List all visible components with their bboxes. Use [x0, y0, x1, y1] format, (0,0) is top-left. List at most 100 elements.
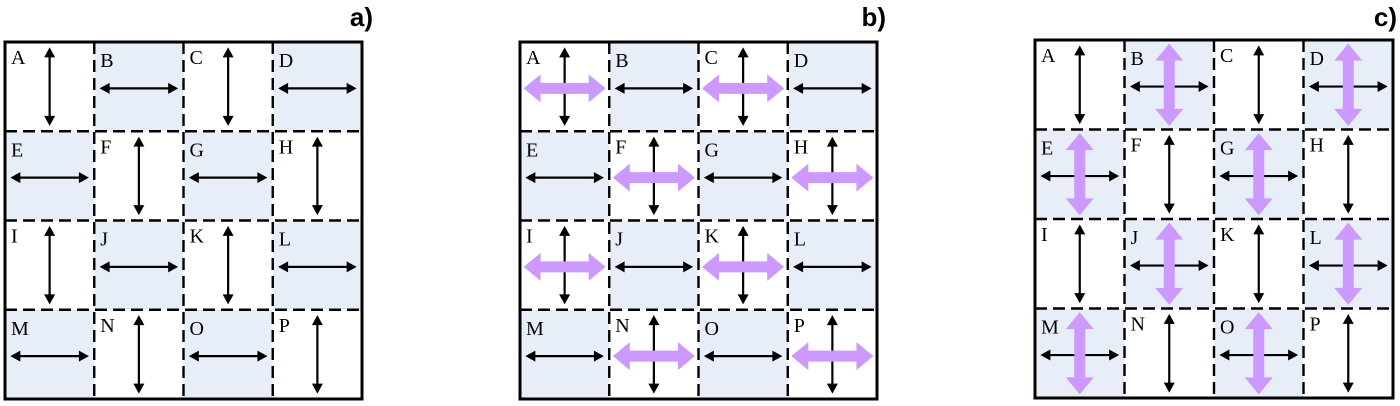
cell-label-G: G [1220, 138, 1234, 160]
overlay-arrow-vertical-G-icon [1244, 133, 1273, 216]
cell-label-L: L [279, 229, 291, 251]
overlay-arrow-vertical-J-icon [1155, 222, 1184, 305]
overlay-arrow-vertical-E-icon [1065, 133, 1094, 216]
cell-label-F: F [615, 136, 626, 158]
thin-arrow-vertical-K-icon [1253, 224, 1265, 304]
cell-label-H: H [279, 136, 293, 158]
cell-label-P: P [794, 315, 805, 337]
thin-arrow-horizontal-G-icon [703, 172, 783, 184]
cell-label-N: N [100, 315, 114, 337]
grid-border [518, 40, 879, 401]
overlay-arrow-vertical-M-icon [1065, 312, 1094, 395]
cell-label-M: M [11, 318, 29, 340]
thin-arrow-horizontal-D-icon [793, 82, 872, 94]
cell-label-B: B [1131, 48, 1144, 70]
thin-arrow-vertical-P-icon [1342, 313, 1354, 393]
cell-label-I: I [526, 226, 533, 248]
cell-label-M: M [1041, 317, 1059, 339]
overlay-arrow-vertical-D-icon [1334, 43, 1363, 126]
grid-border [1033, 38, 1395, 400]
cell-label-E: E [11, 139, 23, 161]
thin-arrow-horizontal-O-icon [188, 350, 268, 362]
cell-label-C: C [705, 47, 718, 69]
cell-label-D: D [794, 50, 808, 72]
thin-arrow-horizontal-M-icon [10, 350, 89, 362]
cell-label-M: M [526, 318, 544, 340]
thin-arrow-horizontal-B-icon [614, 82, 694, 94]
cell-label-I: I [11, 226, 18, 248]
cell-label-K: K [705, 226, 720, 248]
thin-arrow-horizontal-M-icon [525, 350, 604, 362]
cell-label-P: P [279, 315, 290, 337]
thin-arrow-horizontal-B-icon [99, 82, 179, 94]
thin-arrow-vertical-F-icon [1163, 134, 1175, 214]
thin-arrow-vertical-C-icon [1253, 45, 1265, 125]
cell-label-P: P [1310, 314, 1321, 336]
cell-label-K: K [1220, 224, 1235, 246]
overlay-arrow-horizontal-C-icon [702, 74, 785, 103]
thin-arrow-vertical-A-icon [1074, 45, 1086, 125]
overlay-arrow-horizontal-F-icon [612, 163, 695, 192]
cell-label-C: C [1220, 45, 1233, 67]
thin-arrow-horizontal-O-icon [703, 350, 783, 362]
cell-label-L: L [794, 229, 806, 251]
thin-arrow-horizontal-L-icon [278, 261, 357, 273]
thin-arrow-horizontal-E-icon [525, 172, 604, 184]
overlay-arrow-vertical-L-icon [1334, 222, 1363, 305]
cell-label-B: B [615, 50, 628, 72]
cell-label-O: O [705, 318, 719, 340]
cell-label-L: L [1310, 227, 1322, 249]
thin-arrow-horizontal-L-icon [793, 261, 872, 273]
cell-label-A: A [526, 47, 541, 69]
cell-label-J: J [1131, 227, 1139, 249]
overlay-arrow-horizontal-H-icon [791, 163, 874, 192]
thin-arrow-vertical-I-icon [1074, 224, 1086, 304]
overlay-arrow-vertical-O-icon [1244, 312, 1273, 395]
cell-label-H: H [1310, 135, 1324, 157]
cell-label-O: O [190, 318, 204, 340]
thin-arrow-horizontal-E-icon [10, 172, 89, 184]
cell-label-F: F [1131, 135, 1142, 157]
cell-label-G: G [190, 139, 204, 161]
cell-label-B: B [100, 50, 113, 72]
thin-arrow-vertical-I-icon [44, 225, 56, 305]
thin-arrow-horizontal-J-icon [99, 261, 179, 273]
cell-label-F: F [100, 136, 111, 158]
grid-border [3, 40, 364, 401]
overlay-arrow-horizontal-K-icon [702, 252, 785, 281]
cell-label-C: C [190, 47, 203, 69]
overlay-arrow-horizontal-N-icon [612, 342, 695, 371]
thin-arrow-horizontal-J-icon [614, 261, 694, 273]
cell-label-A: A [11, 47, 26, 69]
cell-label-J: J [615, 229, 623, 251]
overlay-arrow-vertical-B-icon [1155, 43, 1184, 126]
cell-label-A: A [1041, 45, 1056, 67]
thin-arrow-vertical-K-icon [222, 225, 234, 305]
panel-label: a) [350, 2, 373, 32]
cell-label-E: E [526, 139, 538, 161]
thin-arrow-vertical-H-icon [1342, 134, 1354, 214]
cell-label-N: N [1131, 314, 1145, 336]
overlay-arrow-horizontal-A-icon [523, 74, 606, 103]
thin-arrow-horizontal-G-icon [188, 172, 268, 184]
panel-label: c) [1374, 2, 1397, 32]
thin-arrow-vertical-C-icon [222, 47, 234, 126]
panel-a: A B C D E F G H I J K L M N O Pa) [3, 2, 373, 401]
thin-arrow-vertical-N-icon [133, 315, 145, 394]
cell-label-K: K [190, 226, 205, 248]
cell-label-G: G [705, 139, 719, 161]
panel-label: b) [861, 2, 886, 32]
thin-arrow-vertical-A-icon [44, 47, 56, 126]
thin-arrow-vertical-N-icon [1163, 313, 1175, 393]
overlay-arrow-horizontal-I-icon [523, 252, 606, 281]
cell-label-D: D [279, 50, 293, 72]
thin-arrow-vertical-F-icon [133, 136, 145, 216]
cell-label-O: O [1220, 317, 1234, 339]
cell-label-J: J [100, 229, 108, 251]
cell-label-N: N [615, 315, 629, 337]
cell-label-E: E [1041, 138, 1053, 160]
thin-arrow-vertical-P-icon [311, 315, 323, 394]
